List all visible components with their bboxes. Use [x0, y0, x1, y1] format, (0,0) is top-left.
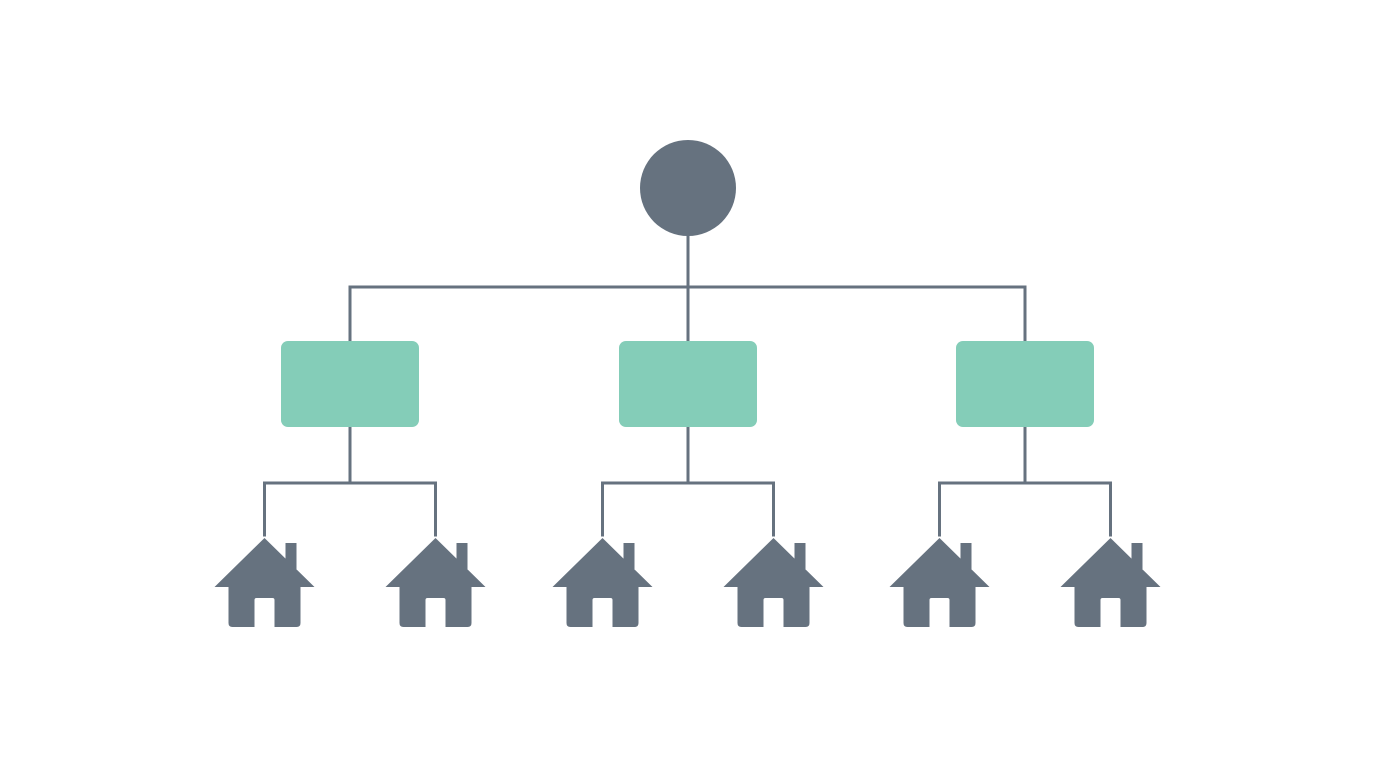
- group-node-box: [956, 341, 1094, 427]
- house-icon: [385, 538, 486, 627]
- house-icon: [889, 538, 990, 627]
- chimney: [456, 543, 468, 569]
- house-icon: [552, 538, 653, 627]
- chimney: [623, 543, 635, 569]
- house-icon: [723, 538, 824, 627]
- house-icon: [1060, 538, 1161, 627]
- group-node-box: [281, 341, 419, 427]
- group-node-box: [619, 341, 757, 427]
- chimney: [285, 543, 297, 569]
- chimney: [1131, 543, 1143, 569]
- chimney: [794, 543, 806, 569]
- house-icon: [214, 538, 315, 627]
- root-node-circle: [640, 140, 736, 236]
- chimney: [960, 543, 972, 569]
